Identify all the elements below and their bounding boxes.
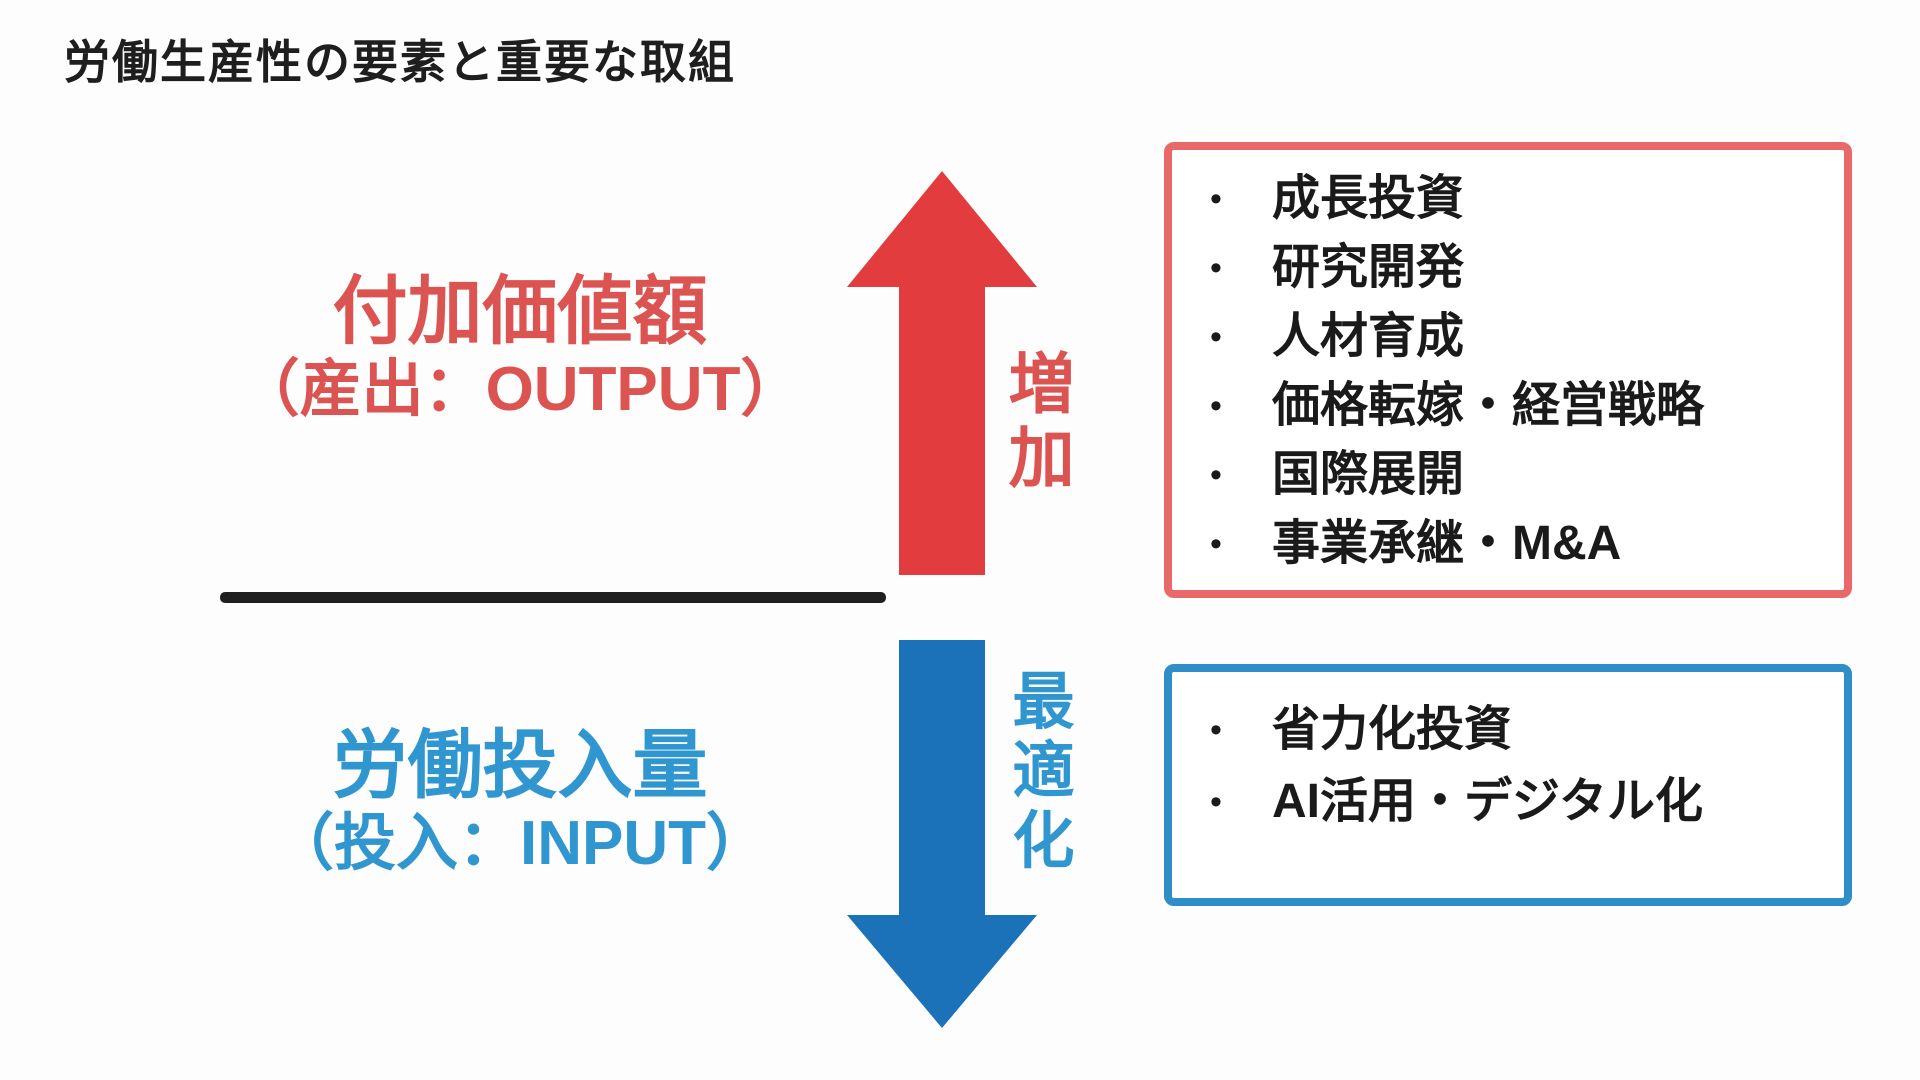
output-label-line1: 付加価値額 xyxy=(332,269,708,353)
increase-label: 増加 xyxy=(1008,347,1075,495)
list-item-label: 国際展開 xyxy=(1272,447,1465,501)
list-item-label: 成長投資 xyxy=(1272,171,1465,225)
list-item-label: 省力化投資 xyxy=(1272,703,1513,756)
output-initiatives-box: • 成長投資 • 研究開発 • 人材育成 • 価格転嫁・経営戦略 • 国際展開 … xyxy=(1164,142,1852,598)
list-item: • 成長投資 xyxy=(1210,164,1834,233)
bullet-dot: • xyxy=(1210,179,1222,218)
list-item: • 価格転嫁・経営戦略 xyxy=(1210,371,1834,440)
bullet-dot: • xyxy=(1210,317,1222,356)
list-item: • 省力化投資 xyxy=(1210,694,1834,766)
list-item-label: 人材育成 xyxy=(1272,309,1465,363)
list-item: • 研究開発 xyxy=(1210,233,1834,302)
input-label-line1: 労働投入量 xyxy=(332,723,708,807)
input-initiatives-box: • 省力化投資 • AI活用・デジタル化 xyxy=(1164,664,1852,906)
input-label-line2: （投入：INPUT） xyxy=(271,809,768,879)
output-label-block: 付加価値額 （産出：OUTPUT） xyxy=(160,268,880,426)
list-item-label: 研究開発 xyxy=(1272,240,1465,294)
output-label-line2: （産出：OUTPUT） xyxy=(237,355,803,425)
optimize-down-arrow-icon xyxy=(847,640,1037,1028)
list-item-label: AI活用・デジタル化 xyxy=(1272,775,1704,828)
list-item: • 国際展開 xyxy=(1210,440,1834,509)
list-item: • 人材育成 xyxy=(1210,302,1834,371)
input-label-block: 労働投入量 （投入：INPUT） xyxy=(160,722,880,880)
bullet-dot: • xyxy=(1210,711,1222,749)
bullet-dot: • xyxy=(1210,524,1222,563)
bullet-dot: • xyxy=(1210,248,1222,287)
increase-up-arrow-icon xyxy=(847,171,1037,575)
list-item-label: 事業承継・M&A xyxy=(1272,516,1622,570)
list-item-label: 価格転嫁・経営戦略 xyxy=(1272,378,1705,432)
bullet-dot: • xyxy=(1210,783,1222,821)
list-item: • AI活用・デジタル化 xyxy=(1210,766,1834,838)
bullet-dot: • xyxy=(1210,386,1222,425)
fraction-divider-line xyxy=(220,592,886,603)
list-item: • 事業承継・M&A xyxy=(1210,509,1834,578)
bullet-dot: • xyxy=(1210,455,1222,494)
optimize-label: 最適化 xyxy=(1012,668,1075,876)
page-title: 労働生産性の要素と重要な取組 xyxy=(64,36,736,88)
